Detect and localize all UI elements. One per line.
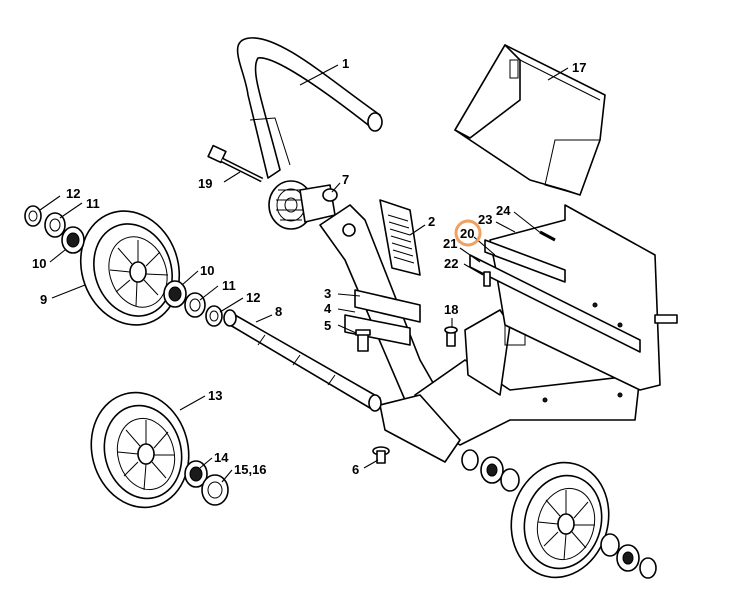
callout-4: 4	[324, 301, 332, 316]
part-12-clip-left	[24, 205, 42, 227]
part-10-bearing-left	[61, 226, 85, 254]
part-1-handle	[236, 37, 383, 230]
part-11-washer-left	[44, 212, 66, 238]
part-wheel-right	[510, 461, 610, 579]
part-7-ring	[322, 188, 338, 202]
callout-14: 14	[214, 450, 229, 465]
callout-8: 8	[275, 304, 282, 319]
callout-23: 23	[478, 212, 492, 227]
part-13-wheel	[90, 391, 190, 509]
callout-5: 5	[324, 318, 331, 333]
callout-11-mid: 11	[222, 278, 236, 293]
callout-6: 6	[352, 462, 359, 477]
callout-15-16: 15,16	[234, 462, 267, 477]
part-22-screw	[483, 271, 491, 287]
washer-set-right	[461, 449, 657, 579]
callout-13: 13	[208, 388, 222, 403]
callout-12-mid: 12	[246, 290, 260, 305]
callout-9: 9	[40, 292, 47, 307]
callout-7: 7	[342, 172, 349, 187]
part-17-cover	[454, 44, 606, 196]
callout-3: 3	[324, 286, 331, 301]
callout-10-left: 10	[32, 256, 46, 271]
callout-21: 21	[443, 236, 457, 251]
part-19-bolt	[207, 144, 264, 183]
callout-22: 22	[444, 256, 458, 271]
callout-17: 17	[572, 60, 586, 75]
callout-11-left: 11	[86, 196, 100, 211]
highlight-circle	[454, 219, 482, 247]
part-mast	[319, 204, 441, 421]
callout-12-left: 12	[66, 186, 80, 201]
part-rear-plate	[469, 204, 678, 403]
callout-24: 24	[496, 203, 511, 218]
callout-19: 19	[198, 176, 212, 191]
part-2-decal	[379, 199, 421, 276]
part-11-washer-mid	[184, 292, 206, 318]
part-12-clip-mid	[205, 305, 223, 327]
callout-1: 1	[342, 56, 349, 71]
callout-labels: 1 2 3 4 5 6 7 8 9 10 10 11 11 12 12 13 1…	[32, 56, 586, 477]
part-base-frame	[379, 309, 641, 463]
callout-20: 20	[460, 226, 474, 241]
part-9-wheel	[79, 210, 181, 326]
part-6-bolt	[372, 446, 390, 464]
part-15-16-cap	[201, 474, 229, 506]
part-5-bolt	[355, 329, 371, 352]
callout-18: 18	[444, 302, 458, 317]
part-18-pin	[444, 326, 458, 347]
part-10-bearing-mid	[163, 280, 187, 308]
part-24-screw	[539, 230, 556, 242]
callout-10-mid: 10	[200, 263, 214, 278]
part-8-axle	[223, 309, 382, 412]
callout-2: 2	[428, 214, 435, 229]
part-14-bearing	[184, 460, 208, 488]
